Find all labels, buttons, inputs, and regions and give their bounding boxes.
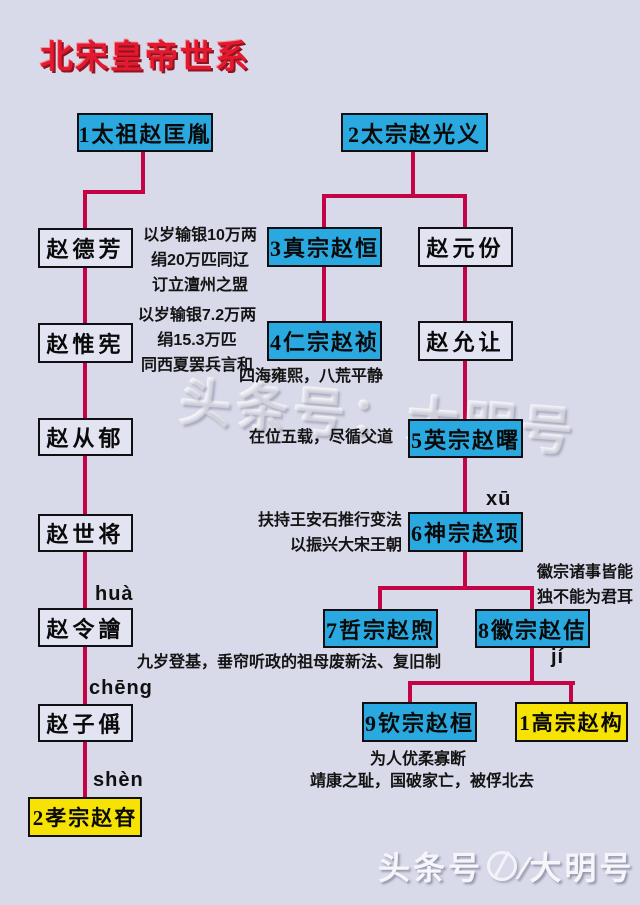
- node-zhezong: 7哲宗赵煦: [323, 609, 438, 648]
- node-xiaozong: 2孝宗赵昚: [28, 797, 142, 837]
- connector-line: [463, 194, 467, 590]
- node-taizong: 2太宗赵光义: [341, 113, 488, 152]
- node-gaozong: 1高宗赵构: [515, 702, 628, 742]
- node-renzong: 4仁宗赵祯: [267, 321, 382, 361]
- connector-line: [378, 586, 534, 590]
- node-zicheng: 赵子偁: [38, 704, 133, 742]
- node-defang: 赵德芳: [38, 228, 133, 268]
- node-qinzong: 9钦宗赵桓: [362, 702, 477, 742]
- connector-line: [322, 194, 467, 198]
- page-title: 北宋皇帝世系: [40, 38, 250, 75]
- pinyin-cheng: chēng: [89, 677, 153, 699]
- watermark-bottom-suffix: ∕大明号: [521, 850, 635, 886]
- pinyin-shen: shèn: [93, 769, 144, 791]
- node-linghua: 赵令譮: [38, 608, 133, 647]
- connector-line: [141, 151, 145, 192]
- pinyin-xu: xū: [486, 488, 512, 510]
- annotation-zhezong-note: 九岁登基，垂帘听政的祖母废新法、复旧制: [137, 654, 442, 671]
- watermark-bottom: 头条号 ∕大明号: [378, 843, 634, 889]
- annotation-qinzong-note2: 靖康之耻，国破家亡，被俘北去: [310, 773, 535, 790]
- pinyin-ji: jí: [551, 646, 565, 668]
- node-shijiang: 赵世将: [38, 514, 133, 552]
- connector-line: [83, 190, 87, 802]
- annotation-yingzong-note: 在位五载，尽循父道: [249, 429, 394, 446]
- node-yingzong: 5英宗赵曙: [408, 419, 523, 458]
- connector-line: [322, 194, 326, 361]
- connector-line: [408, 681, 575, 685]
- connector-line: [408, 681, 412, 703]
- annotation-chanzhou: 以岁输银10万两 绢20万匹同辽 订立澶州之盟: [143, 227, 257, 294]
- node-taizu: 1太祖赵匡胤: [77, 113, 213, 152]
- connector-line: [83, 190, 145, 194]
- watermark-bottom-prefix: 头条号: [378, 850, 484, 886]
- connector-line: [569, 681, 573, 703]
- node-yuanfen: 赵元份: [418, 227, 513, 267]
- node-huizong: 8徽宗赵佶: [475, 609, 590, 648]
- connector-line: [411, 151, 415, 198]
- node-weixian: 赵惟宪: [38, 323, 133, 363]
- pinyin-hua: huà: [95, 583, 134, 605]
- annotation-renzong-note: 四海雍熙，八荒平静: [239, 368, 384, 385]
- node-yunrang: 赵允让: [418, 321, 513, 361]
- node-zhenzong: 3真宗赵恒: [267, 227, 382, 267]
- node-congyu: 赵从郁: [38, 418, 133, 456]
- annotation-qinzong-note1: 为人优柔寡断: [370, 751, 467, 768]
- annotation-huizong-note: 徽宗诸事皆能 独不能为君耳: [537, 564, 634, 606]
- connector-line: [530, 586, 534, 611]
- node-shenzong: 6神宗赵顼: [408, 512, 523, 552]
- connector-line: [378, 586, 382, 611]
- watermark-logo-icon: [487, 851, 518, 881]
- connector-line: [530, 647, 534, 684]
- annotation-xixia: 以岁输银7.2万两 绢15.3万匹 同西夏罢兵言和: [137, 307, 257, 374]
- annotation-shenzong-note: 扶持王安石推行变法 以振兴大宋王朝: [257, 512, 402, 554]
